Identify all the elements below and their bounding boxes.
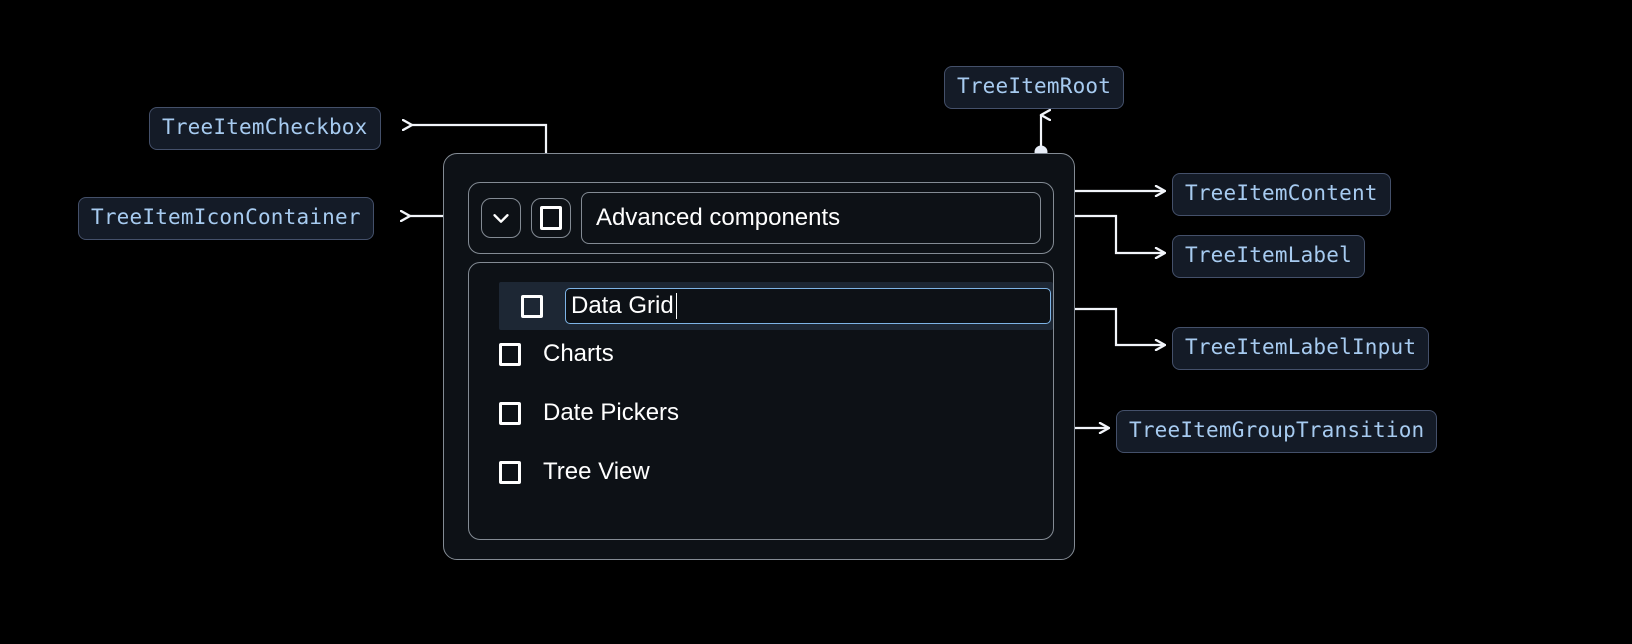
tree-item-row-charts[interactable]: Charts: [469, 330, 1053, 378]
annotation-badge-tree-item-root[interactable]: TreeItemRoot: [944, 66, 1125, 109]
tree-item-row-tree-view[interactable]: Tree View: [469, 448, 1053, 496]
tree-item-icon-container[interactable]: [481, 198, 521, 238]
checkbox-square-icon[interactable]: [499, 342, 521, 366]
tree-item-label-text: Advanced components: [596, 204, 841, 231]
checkbox-square-icon[interactable]: [499, 460, 521, 484]
tree-item-root[interactable]: Advanced components Data Grid Charts Dat…: [443, 153, 1075, 560]
tree-item-label[interactable]: Advanced components: [581, 192, 1041, 244]
tree-item-label-input-value: Data Grid: [571, 292, 674, 319]
annotation-badge-tree-item-group-transition[interactable]: TreeItemGroupTransition: [1116, 410, 1438, 453]
tree-item-checkbox[interactable]: [531, 198, 571, 238]
tree-item-content[interactable]: Advanced components: [468, 182, 1054, 254]
annotation-badge-tree-item-label-input[interactable]: TreeItemLabelInput: [1172, 327, 1430, 370]
annotation-badge-tree-item-checkbox[interactable]: TreeItemCheckbox: [149, 107, 381, 150]
checkbox-square-icon[interactable]: [521, 294, 543, 318]
annotation-badge-tree-item-label[interactable]: TreeItemLabel: [1172, 235, 1365, 278]
tree-item-label-input[interactable]: Data Grid: [565, 288, 1051, 324]
annotation-badge-tree-item-content[interactable]: TreeItemContent: [1172, 173, 1391, 216]
tree-item-label-text: Charts: [543, 340, 614, 367]
tree-item-label-text: Date Pickers: [543, 399, 680, 426]
checkbox-square-icon[interactable]: [499, 401, 521, 425]
annotation-badge-tree-item-icon-container[interactable]: TreeItemIconContainer: [78, 197, 374, 240]
tree-item-label-text: Tree View: [543, 458, 650, 485]
chevron-down-icon: [493, 214, 509, 223]
text-caret: [675, 293, 678, 319]
tree-item-group-transition: Data Grid Charts Date Pickers Tree View: [468, 262, 1054, 540]
tree-item-row-data-grid[interactable]: Data Grid: [499, 282, 1053, 330]
checkbox-square-icon: [540, 206, 562, 230]
tree-item-row-date-pickers[interactable]: Date Pickers: [469, 389, 1053, 437]
